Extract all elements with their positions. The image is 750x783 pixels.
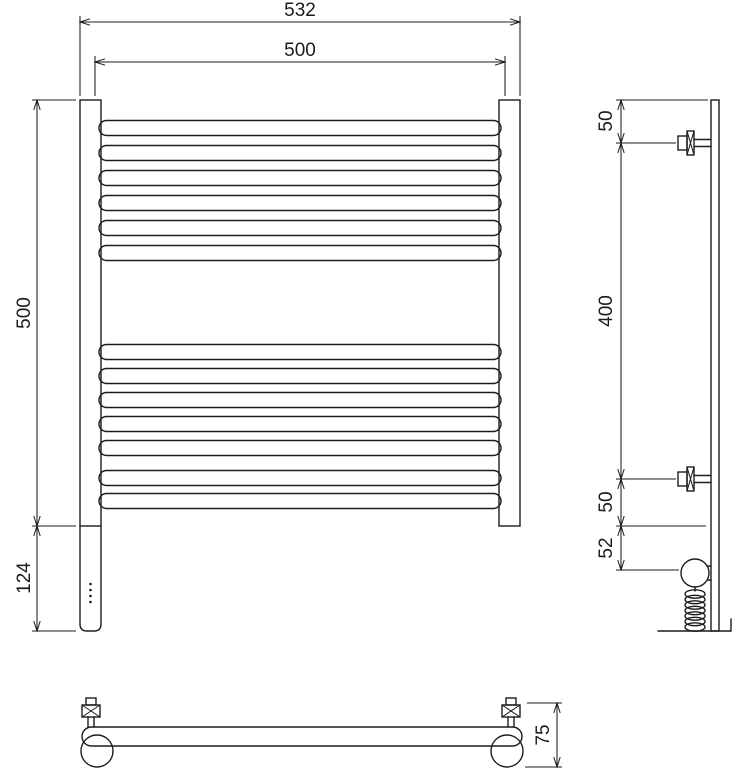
towel-bar (98, 439, 502, 457)
indicator-dot (89, 600, 92, 604)
bracket-cap (677, 471, 688, 487)
cord-loop (684, 605, 706, 616)
dimension-height: 500 (14, 100, 76, 526)
left-post-end (80, 734, 114, 768)
towel-bar (98, 415, 502, 433)
towel-bars-bottom-group (98, 469, 502, 510)
side-dimension-chain: 50 400 50 52 (596, 100, 708, 570)
dimension-overall-width: 532 (80, 0, 520, 96)
bottom-view: 75 (80, 697, 562, 768)
bracket-hatch (686, 130, 695, 156)
heating-element-body (680, 558, 710, 588)
towel-bar (98, 144, 502, 162)
dimension-base-height: 124 (14, 526, 76, 631)
cord-loop (684, 622, 706, 632)
dimension-label-bar-width: 500 (284, 40, 316, 61)
dimension-label-height: 500 (14, 297, 35, 329)
control-housing-outline (79, 525, 102, 632)
dimension-depth: 75 (525, 703, 562, 767)
cord-loop (684, 600, 706, 610)
towel-bar (98, 367, 502, 385)
left-post (79, 99, 102, 527)
towel-bars-middle-group (98, 343, 502, 457)
mounting-bracket-left (81, 697, 101, 728)
wall-bracket-top (677, 130, 712, 156)
dimension-label-bottom-offset: 50 (596, 491, 617, 512)
towel-bar (98, 391, 502, 409)
towel-bar (98, 244, 502, 262)
bracket-flange (501, 704, 521, 718)
dimension-label-element-offset: 52 (596, 537, 617, 558)
wall-bracket-bottom (677, 466, 712, 492)
pipe-profile (710, 99, 720, 632)
side-view: 50 400 50 52 (596, 99, 732, 632)
control-housing (79, 525, 102, 632)
dimension-label-top-offset: 50 (596, 110, 617, 131)
cord-loop (684, 616, 706, 627)
bracket-cap (85, 697, 97, 706)
bottom-bar (81, 726, 523, 747)
cord-loop (684, 589, 706, 599)
towel-bar (98, 194, 502, 212)
bracket-hatch (686, 466, 695, 492)
dimension-label-bracket-span: 400 (596, 295, 617, 327)
towel-bar (98, 469, 502, 487)
heating-element (680, 558, 712, 588)
towel-bar (98, 343, 502, 361)
bracket-cap (677, 135, 688, 151)
bracket-cap (505, 697, 517, 706)
towel-bar (98, 119, 502, 137)
dimension-label-base-height: 124 (14, 562, 35, 594)
dimension-bar-width: 500 (95, 40, 505, 96)
bracket-hatch (501, 704, 521, 718)
right-post (498, 99, 521, 527)
right-post-end (490, 734, 524, 768)
towel-bar (98, 492, 502, 510)
front-view: 532 500 500 124 (14, 0, 520, 631)
towel-bar (98, 169, 502, 187)
dimension-label-overall-width: 532 (284, 0, 316, 21)
indicator-dot (89, 582, 92, 586)
dimension-label-depth: 75 (533, 724, 554, 745)
indicator-dot (89, 594, 92, 598)
bracket-hatch (81, 704, 101, 718)
towel-bars-top-group (98, 119, 502, 262)
towel-bar (98, 219, 502, 237)
mounting-bracket-right (501, 697, 521, 728)
power-cord-coil (684, 586, 706, 632)
cord-loop (684, 611, 706, 621)
cord-loop (684, 594, 706, 605)
indicator-dot (89, 588, 92, 592)
bracket-flange (81, 704, 101, 718)
